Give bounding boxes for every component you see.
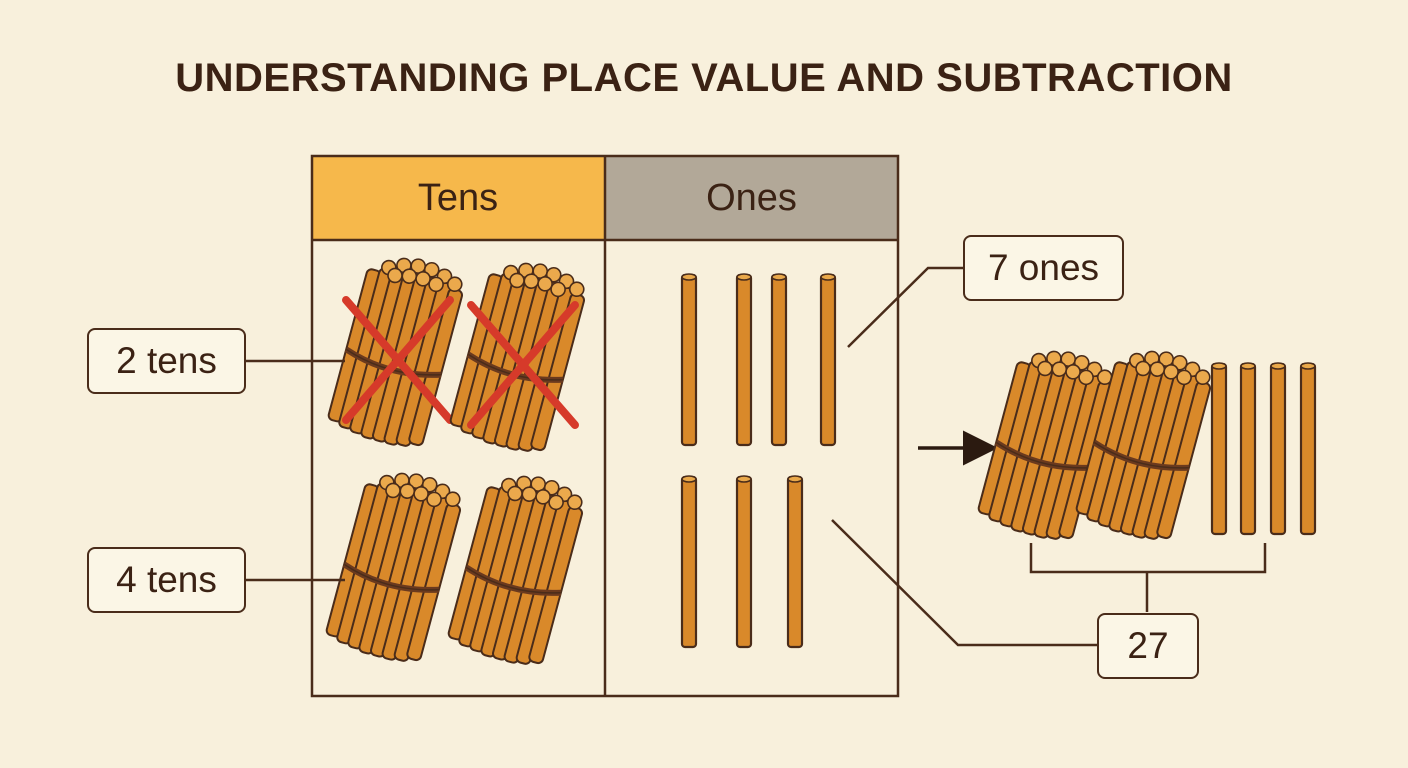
tens-header-bg xyxy=(312,156,604,240)
tens-header: Tens xyxy=(417,176,499,219)
result-label: 27 xyxy=(1097,613,1199,679)
ones-count-label: 7 ones xyxy=(963,235,1124,301)
single-stick-icon xyxy=(1210,361,1228,536)
place-value-chart xyxy=(310,154,900,698)
ten-bundle-icon xyxy=(324,462,467,667)
single-stick-icon xyxy=(1269,361,1287,536)
single-stick-icon xyxy=(680,272,698,447)
ones-header-bg xyxy=(604,156,898,240)
single-stick-icon xyxy=(819,272,837,447)
crossed-tens-label: 2 tens xyxy=(87,328,246,394)
leader-line xyxy=(847,266,964,348)
remaining-tens-label: 4 tens xyxy=(87,547,246,613)
single-stick-icon xyxy=(786,474,804,649)
single-stick-icon xyxy=(770,272,788,447)
leader-line xyxy=(831,519,1098,647)
ones-header: Ones xyxy=(706,176,797,219)
result-bracket xyxy=(1029,543,1267,574)
page-title: UNDERSTANDING PLACE VALUE AND SUBTRACTIO… xyxy=(175,56,1233,100)
single-stick-icon xyxy=(1239,361,1257,536)
crossed-ten-bundle xyxy=(448,252,591,457)
crossed-ten-bundle xyxy=(326,247,469,452)
single-stick-icon xyxy=(735,474,753,649)
single-stick-icon xyxy=(1299,361,1317,536)
ten-bundle-icon xyxy=(446,465,589,670)
single-stick-icon xyxy=(680,474,698,649)
single-stick-icon xyxy=(735,272,753,447)
